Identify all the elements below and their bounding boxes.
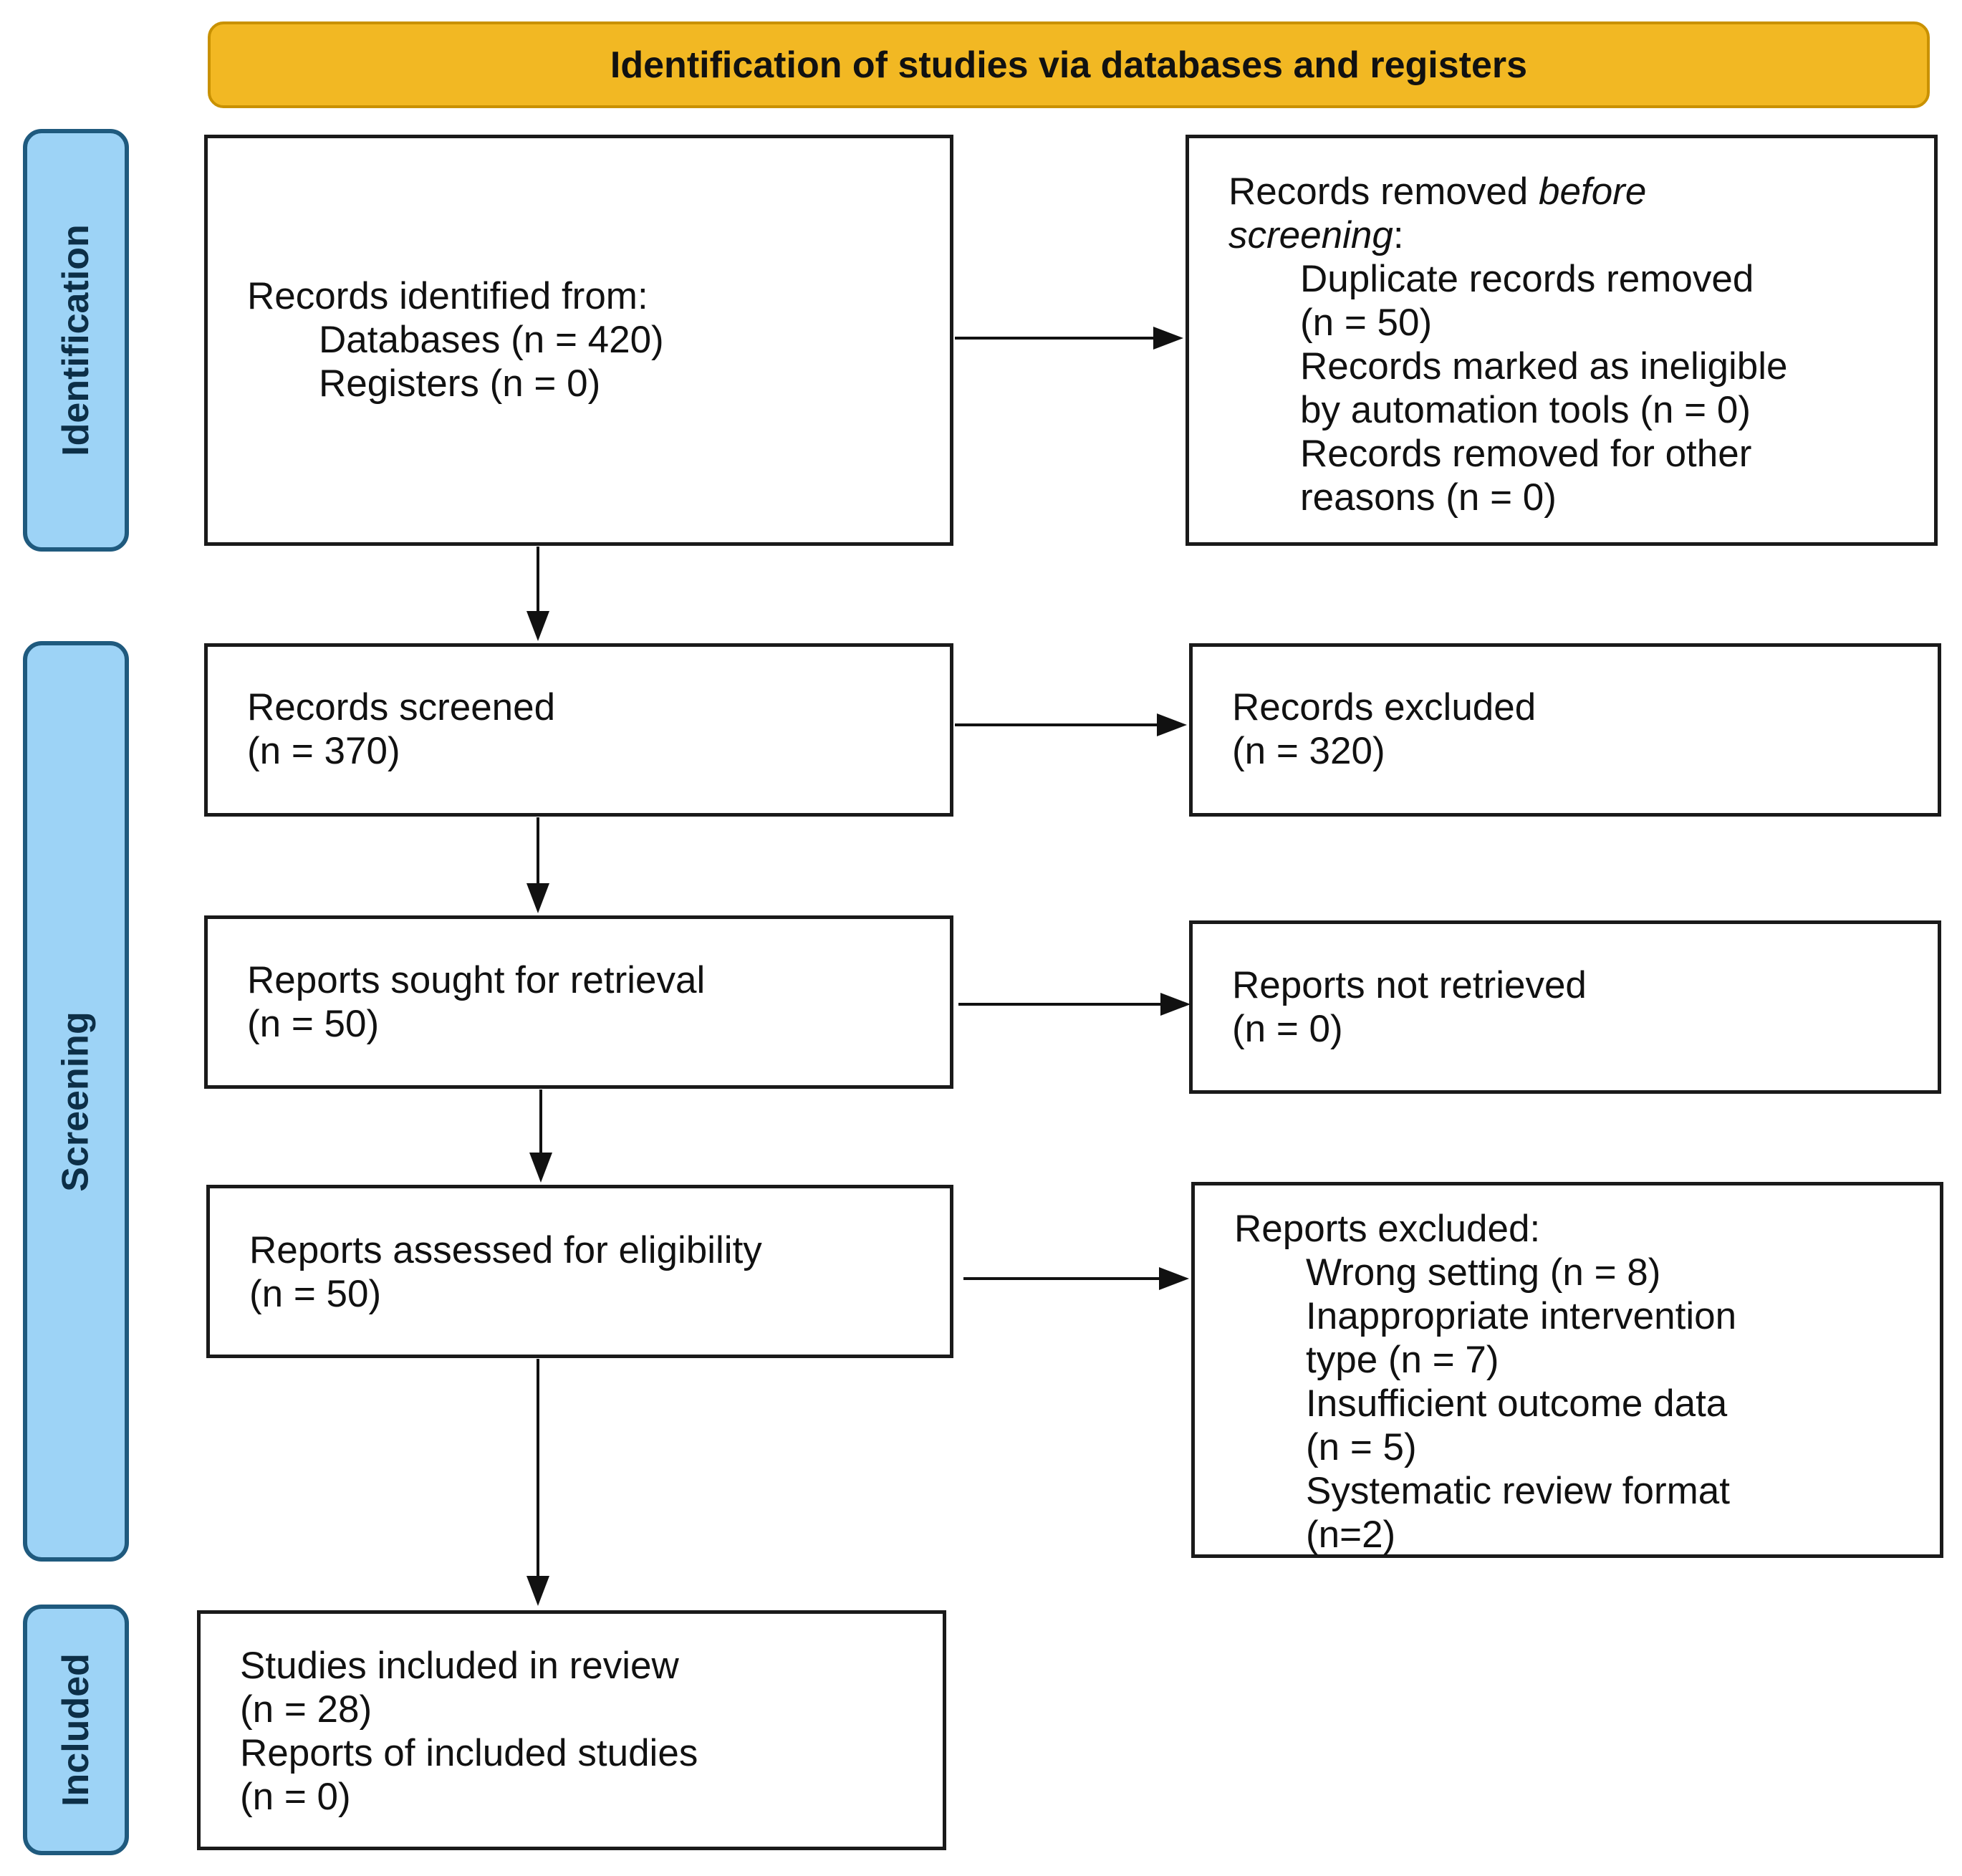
arrowhead-not-retrieved <box>1160 993 1191 1016</box>
removed-item: Duplicate records removed <box>1300 258 1754 300</box>
reports-not-retrieved-count: (n = 0) <box>1232 1008 1343 1050</box>
arrowhead-excluded <box>1157 713 1187 736</box>
reports-sought-label: Reports sought for retrieval <box>247 959 706 1001</box>
header-banner: Identification of studies via databases … <box>208 21 1930 108</box>
studies-included-box: Studies included in review (n = 28) Repo… <box>197 1610 946 1850</box>
reports-sought-box: Reports sought for retrieval (n = 50) <box>204 915 953 1089</box>
records-screened-label: Records screened <box>247 686 556 728</box>
studies-included-count: (n = 28) <box>240 1688 372 1731</box>
records-screened-count: (n = 370) <box>247 730 400 772</box>
arrowhead-reports-excluded <box>1159 1267 1189 1290</box>
records-identified-databases: Databases (n = 420) <box>319 319 664 361</box>
reports-not-retrieved-label: Reports not retrieved <box>1232 964 1587 1006</box>
arrowhead-sought <box>526 883 549 913</box>
excluded-reason: type (n = 7) <box>1306 1339 1499 1381</box>
header-title: Identification of studies via databases … <box>610 44 1528 86</box>
removed-item: (n = 50) <box>1300 302 1433 344</box>
records-removed-box: Records removed before screening: Duplic… <box>1186 135 1938 546</box>
excluded-reason: (n = 5) <box>1306 1426 1417 1468</box>
records-identified-registers: Registers (n = 0) <box>319 362 601 405</box>
excluded-reason: Systematic review format <box>1306 1470 1730 1512</box>
removed-item: by automation tools (n = 0) <box>1300 389 1751 431</box>
reports-assessed-count: (n = 50) <box>249 1273 382 1315</box>
records-screened-box: Records screened (n = 370) <box>204 643 953 817</box>
records-identified-box: Records identified from: Databases (n = … <box>204 135 953 546</box>
removed-item: reasons (n = 0) <box>1300 476 1557 519</box>
excluded-reason: (n=2) <box>1306 1514 1396 1556</box>
records-excluded-box: Records excluded (n = 320) <box>1189 643 1941 817</box>
records-removed-heading-cont: screening: <box>1228 214 1404 256</box>
excluded-reason: Insufficient outcome data <box>1306 1382 1728 1425</box>
reports-assessed-box: Reports assessed for eligibility (n = 50… <box>206 1185 953 1358</box>
excluded-reason: Wrong setting (n = 8) <box>1306 1251 1661 1294</box>
records-identified-heading: Records identified from: <box>247 275 648 317</box>
phase-included: Included <box>23 1605 129 1855</box>
records-excluded-label: Records excluded <box>1232 686 1537 728</box>
excluded-reason: Inappropriate intervention <box>1306 1295 1737 1337</box>
reports-included-count: (n = 0) <box>240 1776 351 1818</box>
arrowhead-removed <box>1153 327 1183 350</box>
phase-screening: Screening <box>23 641 129 1562</box>
records-excluded-count: (n = 320) <box>1232 730 1385 772</box>
reports-not-retrieved-box: Reports not retrieved (n = 0) <box>1189 920 1941 1094</box>
reports-excluded-heading: Reports excluded: <box>1234 1208 1541 1250</box>
arrowhead-screened <box>526 611 549 641</box>
arrowhead-included <box>526 1576 549 1606</box>
reports-included-label: Reports of included studies <box>240 1732 698 1774</box>
arrowhead-assessed <box>529 1153 552 1183</box>
reports-assessed-label: Reports assessed for eligibility <box>249 1229 762 1271</box>
phase-identification: Identification <box>23 129 129 552</box>
records-removed-heading: Records removed before <box>1228 170 1647 213</box>
removed-item: Records removed for other <box>1300 433 1752 475</box>
reports-sought-count: (n = 50) <box>247 1003 380 1045</box>
removed-item: Records marked as ineligible <box>1300 345 1788 388</box>
reports-excluded-box: Reports excluded: Wrong setting (n = 8) … <box>1191 1182 1943 1558</box>
studies-included-label: Studies included in review <box>240 1645 679 1687</box>
